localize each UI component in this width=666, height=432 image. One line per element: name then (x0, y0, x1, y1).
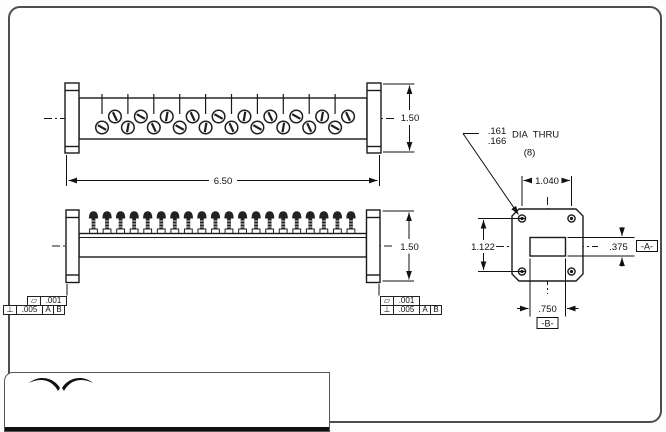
dim-aperture-height (567, 227, 658, 267)
perpendicularity-symbol-icon: ⊥ (380, 304, 394, 315)
dim-overall-length-label: 6.50 (214, 176, 233, 187)
hole-callout-leader (462, 133, 519, 215)
hole-count-label: (8) (524, 148, 536, 159)
dim-aperture-width (517, 258, 579, 329)
fcf-perpendicularity-left: ⊥ .005 A B (3, 304, 65, 315)
fcf-perpendicularity-right: ⊥ .005 A B (380, 304, 442, 315)
bolt-hole (567, 267, 576, 276)
dim-aperture-width-label: .750 (538, 304, 557, 315)
slotted-screws (94, 109, 356, 135)
dim-top-height-label: 1.50 (401, 113, 420, 124)
hole-center (569, 269, 574, 274)
hole-dia-min-label: .161 (488, 126, 507, 137)
dim-overall-length (66, 155, 380, 186)
datum-ref-b: B (53, 304, 65, 315)
screw-row (88, 211, 356, 235)
dim-front-height-label: 1.50 (400, 242, 419, 253)
vendor-logo-box: VIKING SATCOM www.iktechcorp.com distrib… (4, 372, 330, 432)
bolt-hole (567, 214, 576, 223)
viking-horns-icon (29, 377, 93, 391)
dim-hole-spacing-h-label: 1.040 (535, 176, 559, 187)
dim-aperture-height-label: .375 (609, 242, 628, 253)
flange-view (496, 197, 598, 294)
right-flange (365, 209, 381, 284)
datum-b-label: -B- (542, 319, 554, 329)
left-flange (65, 209, 80, 284)
hole-note-label: DIA THRU (512, 130, 559, 141)
hole-dia-max-label: .166 (488, 136, 507, 147)
top-view (44, 82, 394, 154)
dim-front-height (66, 210, 414, 296)
datum-a-label: -A- (641, 242, 653, 252)
dim-hole-spacing-h (521, 176, 572, 206)
left-flange (64, 82, 80, 154)
front-view (52, 209, 393, 284)
dim-hole-spacing-v (478, 218, 526, 272)
perpendicularity-value: .005 (16, 304, 43, 315)
right-flange (366, 82, 382, 154)
dim-hole-spacing-v-label: 1.122 (471, 242, 495, 253)
logo-underline-bar (5, 427, 329, 431)
perpendicularity-symbol-icon: ⊥ (3, 304, 17, 315)
datum-ref-b: B (430, 304, 442, 315)
waveguide-aperture (529, 236, 567, 257)
perpendicularity-value: .005 (393, 304, 420, 315)
tuning-screw-stems (101, 94, 336, 114)
dim-top-height (383, 83, 415, 153)
hole-center (569, 216, 574, 221)
